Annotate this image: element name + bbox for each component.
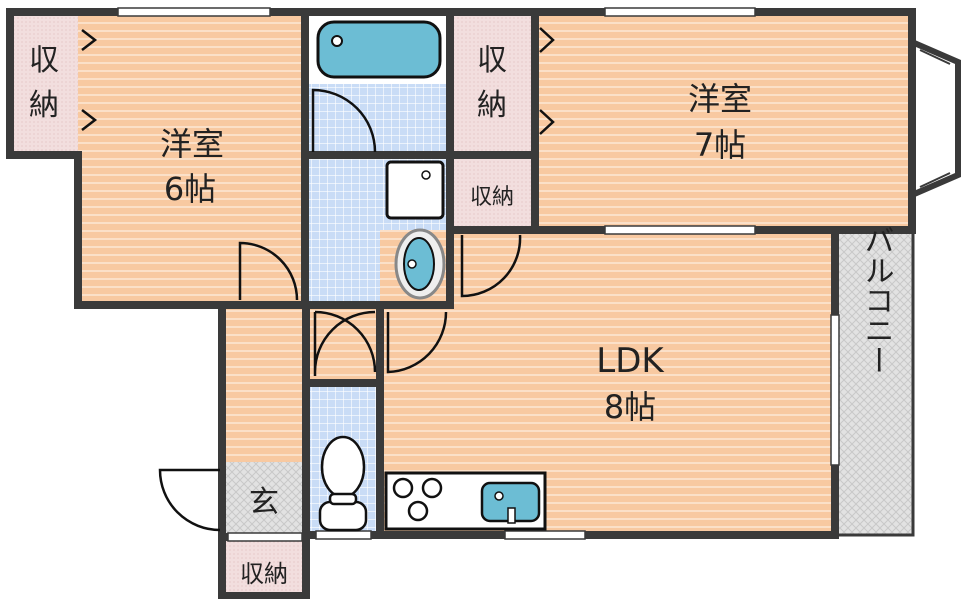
western-room-7 xyxy=(535,12,912,230)
storage-small-label: 収納 xyxy=(470,185,514,210)
balcony-label: バルコニー xyxy=(859,225,894,375)
storage-bottom xyxy=(224,538,306,594)
doors xyxy=(81,27,555,532)
storage-mid xyxy=(452,12,535,155)
storage-mid-label-2: 納 xyxy=(477,88,507,123)
windows xyxy=(117,7,840,542)
ldk-size: 8帖 xyxy=(604,388,656,426)
toilet-icon xyxy=(318,435,368,532)
storage-mid-label-1: 収 xyxy=(477,43,507,78)
bathtub-icon xyxy=(316,20,442,79)
washing-machine-icon xyxy=(385,160,445,220)
bay-window xyxy=(910,39,961,198)
bath-floor xyxy=(308,84,450,156)
western-7-size: 7帖 xyxy=(694,126,746,164)
storage-bottom-label: 収納 xyxy=(240,560,288,588)
storage-left xyxy=(10,12,80,155)
stove-icon xyxy=(392,477,443,522)
western-7-name: 洋室 xyxy=(688,80,752,118)
storage-small xyxy=(452,157,535,227)
hallway xyxy=(224,305,310,462)
western-room-6 xyxy=(78,12,305,305)
balcony xyxy=(837,232,913,534)
ldk-name: LDK xyxy=(596,341,665,381)
entrance-label: 玄 xyxy=(249,485,279,520)
storage-left-label-1: 収 xyxy=(29,43,59,78)
western-6-size: 6帖 xyxy=(164,170,216,208)
storage-left-label-2: 納 xyxy=(29,88,59,123)
western-6-name: 洋室 xyxy=(160,125,224,163)
entrance xyxy=(224,462,306,536)
